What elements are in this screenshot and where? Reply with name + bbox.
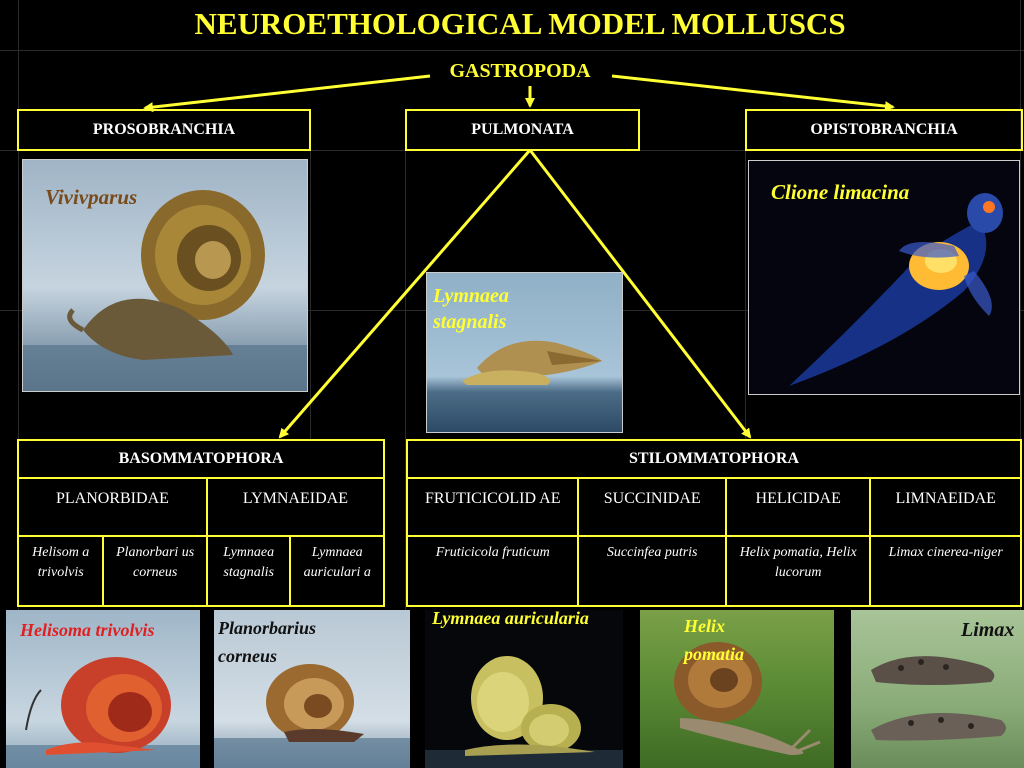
family-limnaeidae: LIMNAEIDAE (870, 478, 1021, 536)
lymnaea-stagnalis-photo: Lymnaea stagnalis (426, 272, 623, 433)
prosobranchia-box: PROSOBRANCHIA (17, 109, 311, 151)
clione-photo: Clione limacina (748, 160, 1020, 395)
lymnaea-auricularia-photo: Lymnaea auricularia (425, 610, 623, 768)
lymnaea-stagnalis-label: Lymnaea stagnalis (433, 283, 543, 335)
species-succinea: Succinfea putris (578, 536, 726, 606)
helisoma-label: Helisoma trivolvis (20, 616, 155, 644)
species-planorbarius: Planorbari us corneus (103, 536, 206, 606)
family-planorbidae: PLANORBIDAE (18, 478, 207, 536)
species-lymnaea-stagnalis: Lymnaea stagnalis (207, 536, 291, 606)
species-helisoma: Helisom a trivolvis (18, 536, 103, 606)
planorbarius-photo: Planorbarius corneus (214, 610, 410, 768)
arrow-to-prosobranchia (145, 76, 430, 108)
species-limax: Limax cinerea-niger (870, 536, 1021, 606)
opistobranchia-box: OPISTOBRANCHIA (745, 109, 1023, 151)
arrow-to-opistobranchia (612, 76, 893, 107)
species-helix: Helix pomatia, Helix lucorum (726, 536, 870, 606)
species-lymnaea-auricularia: Lymnaea auriculari a (290, 536, 384, 606)
pulmonata-box: PULMONATA (405, 109, 640, 151)
limax-label: Limax (961, 616, 1014, 644)
clione-label: Clione limacina (771, 179, 909, 205)
lymnaea-auricularia-label: Lymnaea auricularia (432, 610, 589, 632)
family-lymnaeidae: LYMNAEIDAE (207, 478, 384, 536)
helisoma-photo: Helisoma trivolvis (6, 610, 200, 768)
vivivparus-photo: Vivivparus (22, 159, 308, 392)
vivivparus-label: Vivivparus (45, 184, 137, 210)
planorbarius-label: Planorbarius corneus (218, 614, 358, 670)
helix-photo: Helix pomatia (640, 610, 834, 768)
basommatophora-table: BASOMMATOPHORA PLANORBIDAE LYMNAEIDAE He… (17, 439, 385, 607)
gastropoda-label: GASTROPODA (428, 60, 612, 83)
basommatophora-header: BASOMMATOPHORA (18, 440, 384, 478)
limax-photo: Limax (851, 610, 1024, 768)
helix-label: Helix pomatia (684, 612, 784, 668)
stilommatophora-header: STILOMMATOPHORA (407, 440, 1021, 478)
family-fruticicolidae: FRUTICICOLID AE (407, 478, 578, 536)
family-succinidae: SUCCINIDAE (578, 478, 726, 536)
species-fruticicola: Fruticicola fruticum (407, 536, 578, 606)
family-helicidae: HELICIDAE (726, 478, 870, 536)
stilommatophora-table: STILOMMATOPHORA FRUTICICOLID AE SUCCINID… (406, 439, 1022, 607)
